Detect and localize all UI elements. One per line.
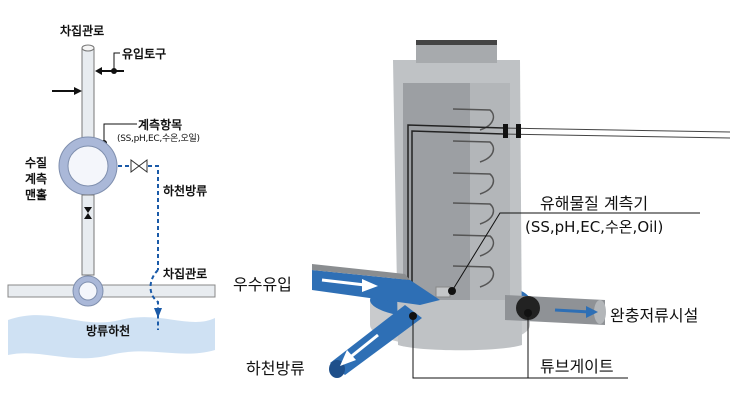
buffer-storage-label: 완충저류시설	[610, 306, 699, 325]
sensor-detail: (SS,pH,EC,수온,Oil)	[525, 218, 664, 236]
inlet-label: 유입토구	[122, 47, 167, 61]
river-discharge-label-right: 하천방류	[246, 359, 305, 378]
measure-items-detail: (SS,pH,EC,수온,오일)	[117, 134, 200, 144]
inlet-arrow-icon	[95, 67, 102, 75]
sensor-box	[435, 286, 451, 298]
top-pipe-label: 차집관로	[60, 24, 105, 38]
outflow-arrow-icon	[586, 306, 598, 318]
manhole-inner	[67, 145, 109, 187]
receiving-river	[8, 315, 215, 359]
interceptor-label: 차집관로	[163, 267, 208, 281]
manhole-cover	[416, 40, 497, 45]
manhole-label-2: 계측	[25, 172, 48, 186]
manhole-label-1: 수질	[25, 156, 48, 170]
discharge-arrow-icon	[340, 350, 356, 366]
down-arrow-icon	[154, 308, 162, 318]
valve-icon	[130, 159, 148, 173]
manhole-label-3: 맨홀	[25, 188, 48, 202]
stormwater-inflow-label: 우수유입	[233, 275, 292, 294]
gate-valve-icon	[84, 207, 92, 219]
tube-gate-label: 튜브게이트	[540, 357, 614, 376]
inflow-pipe	[312, 270, 440, 305]
interceptor-pipe	[7, 284, 216, 298]
measure-items-label: 계측항목	[138, 118, 183, 132]
river-discharge-label-left: 하천방류	[163, 184, 208, 198]
inflow-arrow-icon	[362, 279, 378, 292]
receiving-river-label: 방류하천	[86, 324, 131, 338]
flow-arrow-icon	[74, 87, 82, 95]
sensor-label: 유해물질 계측기	[540, 194, 649, 213]
tube-gate	[516, 296, 540, 320]
